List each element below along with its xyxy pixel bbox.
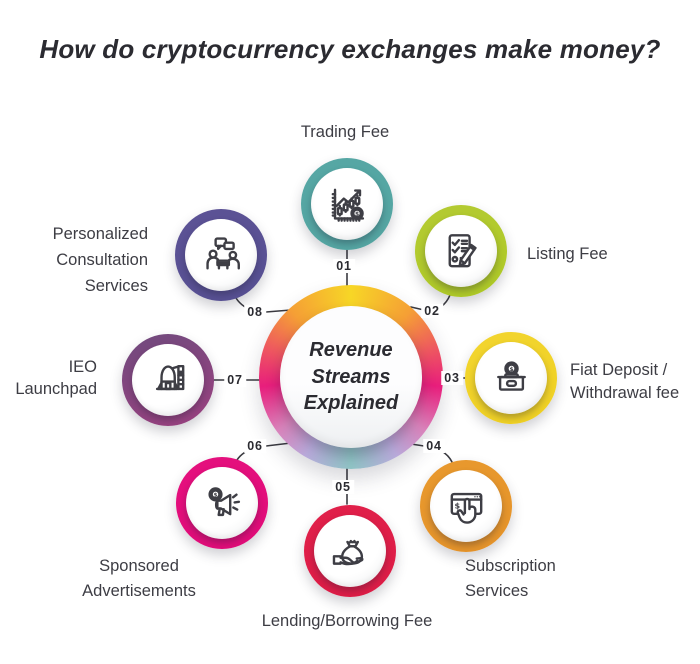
- node-inner-circle: $: [430, 470, 502, 542]
- node-ieo-launchpad: [122, 334, 214, 426]
- hand-money-bag-icon: [327, 528, 374, 575]
- label-line: Fiat Deposit /: [570, 361, 668, 379]
- node-inner-circle: $: [186, 467, 258, 539]
- label-line: Sponsored: [99, 557, 179, 575]
- browser-payment-click-icon: $: [443, 483, 490, 530]
- step-number-01: 01: [333, 259, 355, 273]
- checklist-pencil-icon: [438, 228, 485, 275]
- node-inner-circle: [425, 215, 497, 287]
- label-lending-borrowing-fee: Lending/Borrowing Fee: [262, 609, 433, 633]
- step-number-08: 08: [244, 305, 266, 319]
- node-lending-borrowing-fee: [304, 505, 396, 597]
- node-inner-circle: [132, 344, 204, 416]
- step-number-04: 04: [423, 439, 445, 453]
- step-number-07: 07: [224, 373, 246, 387]
- label-line: Subscription: [465, 557, 556, 575]
- label-personalized-consultation: Personalized Consultation Services: [53, 221, 148, 299]
- label-ieo-launchpad: IEO Launchpad: [15, 356, 97, 400]
- center-label: Revenue Streams Explained: [303, 339, 399, 415]
- center-circle: Revenue Streams Explained: [280, 306, 422, 448]
- node-sponsored-advertisements: $: [176, 457, 268, 549]
- label-subscription-services: Subscription Services: [465, 554, 556, 604]
- node-trading-fee: $: [301, 158, 393, 250]
- people-consultation-icon: [198, 232, 245, 279]
- label-line: Services: [465, 582, 529, 600]
- node-inner-circle: [314, 515, 386, 587]
- step-number-02: 02: [421, 304, 443, 318]
- center-ring: Revenue Streams Explained: [259, 285, 443, 469]
- megaphone-dollar-icon: $: [199, 480, 246, 527]
- label-line: Personalized: [52, 225, 148, 243]
- label-line: Advertisements: [82, 582, 196, 600]
- label-line: Launchpad: [15, 380, 97, 398]
- coin-deposit-box-icon: $: [488, 355, 535, 402]
- step-number-03: 03: [441, 371, 463, 385]
- label-line: Listing Fee: [527, 245, 608, 263]
- node-subscription-services: $: [420, 460, 512, 552]
- label-line: Trading Fee: [300, 123, 390, 141]
- trading-chart-icon: $: [324, 181, 371, 228]
- svg-text:$: $: [454, 501, 460, 510]
- step-number-06: 06: [244, 439, 266, 453]
- label-fiat-deposit-withdrawal: Fiat Deposit / Withdrawal fee: [570, 359, 679, 405]
- label-line: Lending/Borrowing Fee: [261, 612, 433, 630]
- node-inner-circle: [185, 219, 257, 291]
- svg-text:$: $: [355, 211, 359, 217]
- node-listing-fee: [415, 205, 507, 297]
- rocket-launchpad-icon: [145, 357, 192, 404]
- label-line: Withdrawal fee: [570, 384, 680, 402]
- step-number-05: 05: [332, 480, 354, 494]
- label-listing-fee: Listing Fee: [527, 242, 608, 266]
- label-trading-fee: Trading Fee: [301, 120, 389, 144]
- node-inner-circle: $: [311, 168, 383, 240]
- label-line: IEO: [68, 358, 97, 376]
- label-line: Services: [84, 277, 148, 295]
- svg-text:$: $: [509, 366, 513, 372]
- node-fiat-deposit-withdrawal: $: [465, 332, 557, 424]
- page-title: How do cryptocurrency exchanges make mon…: [39, 34, 661, 64]
- svg-text:$: $: [213, 492, 217, 498]
- label-sponsored-advertisements: Sponsored Advertisements: [82, 554, 196, 604]
- node-inner-circle: $: [475, 342, 547, 414]
- label-line: Consultation: [56, 251, 148, 269]
- node-personalized-consultation: [175, 209, 267, 301]
